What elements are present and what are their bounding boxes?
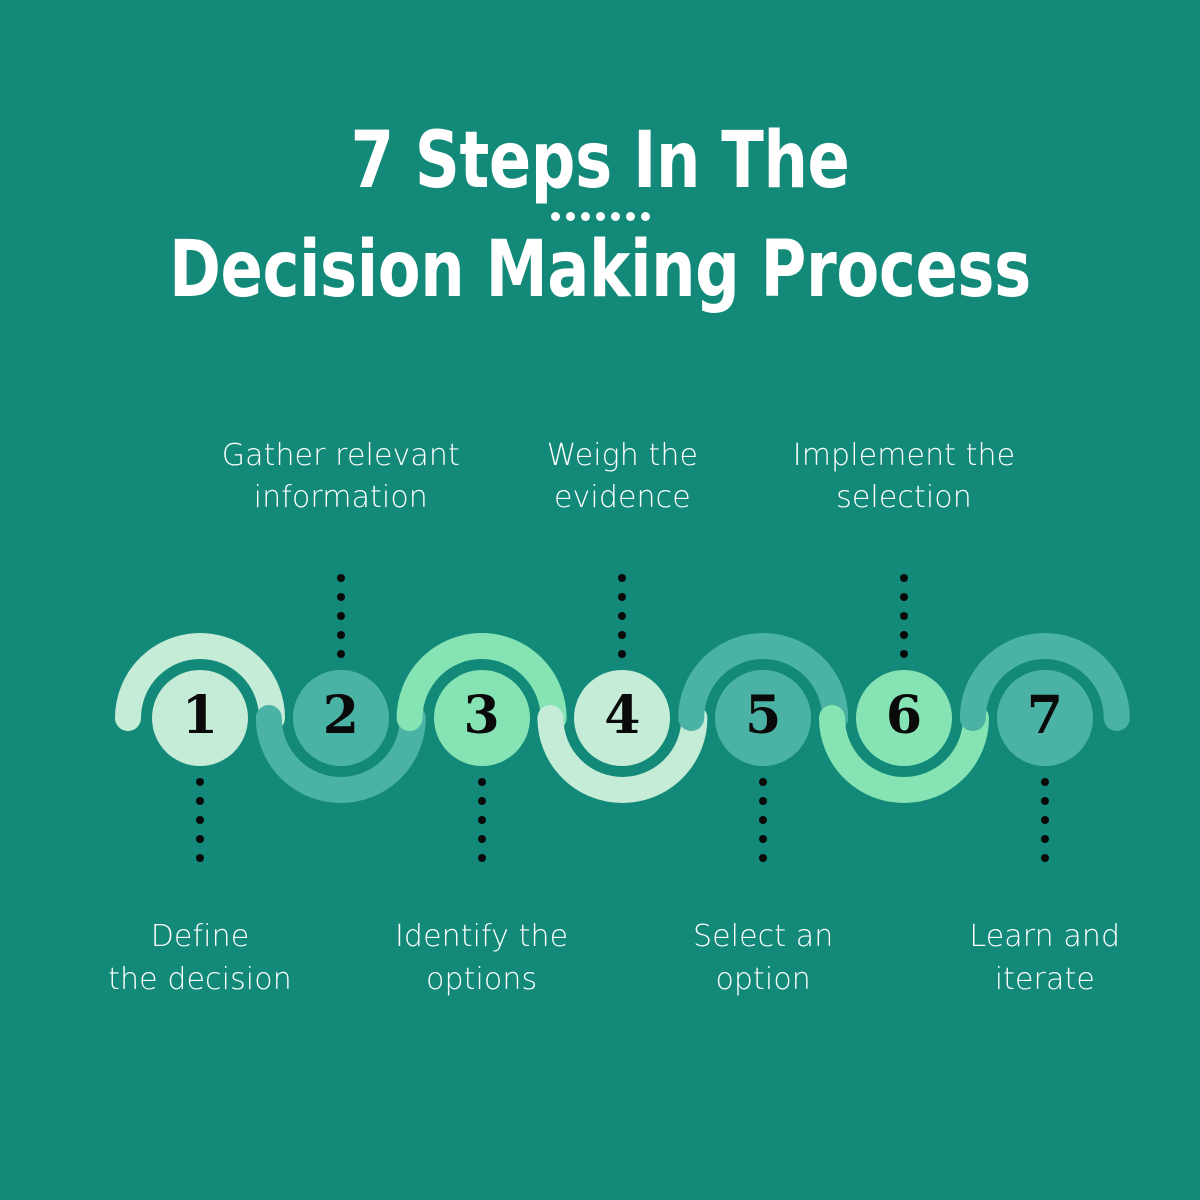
connector-dot	[618, 631, 627, 639]
connector-dot	[336, 593, 345, 601]
connector-dot	[759, 854, 768, 862]
title-divider-dots	[0, 212, 1200, 221]
step-circle-6[interactable]: 6	[856, 670, 952, 766]
step-label-line-1: Select an	[692, 919, 834, 954]
step-label-line-1: Gather relevant	[221, 437, 460, 473]
connector-dot	[336, 612, 345, 620]
wave-arc-segment-3	[396, 633, 567, 731]
title-divider-dot	[610, 212, 620, 221]
step-number-4: 4	[604, 685, 641, 746]
title-divider-dot	[625, 212, 635, 221]
step-connector-dots-6	[900, 574, 908, 658]
connector-dot	[196, 778, 204, 786]
step-label-line-1: Define	[150, 919, 250, 954]
step-label-line-2: iterate	[994, 961, 1095, 997]
page-title-line-1: 7 Steps In The	[350, 116, 850, 206]
wave-arc-segment-2	[255, 705, 426, 803]
step-label-line-1: Weigh the	[546, 437, 699, 473]
connector-dot	[900, 631, 908, 639]
connector-dot	[900, 612, 908, 620]
title-divider-dot	[595, 212, 605, 221]
connector-dot	[759, 778, 768, 786]
step-label-line-2: selection	[836, 480, 972, 516]
connector-dot	[196, 854, 204, 862]
step-connector-dots-3	[477, 778, 486, 862]
connector-dot	[618, 650, 627, 658]
step-number-6: 6	[885, 685, 923, 746]
step-circle-3[interactable]: 3	[433, 670, 530, 766]
connector-dot	[196, 835, 204, 843]
connector-dot	[759, 835, 768, 843]
step-connector-dots-1	[196, 778, 204, 862]
step-label-7: Learn and iterate	[915, 916, 1175, 1001]
step-number-1: 1	[181, 685, 219, 746]
title-divider-dot	[550, 212, 560, 221]
step-connector-dots-7	[1040, 778, 1049, 862]
connector-dot	[477, 797, 486, 805]
connector-dot	[477, 854, 486, 862]
connector-dot	[196, 797, 204, 805]
title-divider-dot	[565, 212, 575, 221]
step-label-line-2: the decision	[108, 961, 292, 997]
step-label-5: Select an option	[633, 916, 893, 1001]
connector-dot	[336, 650, 345, 658]
step-label-line-1: Identify the	[394, 919, 569, 954]
connector-dot	[336, 631, 345, 639]
connector-dot	[900, 593, 908, 601]
title-divider-dot	[640, 212, 650, 221]
step-label-line-2: options	[425, 961, 538, 997]
connector-dot	[900, 650, 908, 658]
connector-dot	[900, 574, 908, 582]
step-connector-dots-5	[759, 778, 768, 862]
step-label-2: Gather relevant information	[211, 435, 471, 520]
connector-dot	[1040, 835, 1049, 843]
connector-dot	[1040, 854, 1049, 862]
wave-arc-segment-1	[115, 633, 285, 731]
wave-arc-segment-5	[678, 633, 849, 731]
step-label-line-2: information	[253, 480, 428, 516]
step-number-2: 2	[322, 685, 359, 746]
connector-dot	[759, 816, 768, 824]
step-label-6: Implement the selection	[774, 435, 1034, 520]
connector-dot	[759, 797, 768, 805]
step-label-4: Weigh the evidence	[492, 435, 752, 520]
step-number-5: 5	[745, 685, 782, 746]
step-connector-dots-2	[336, 574, 345, 658]
step-circle-1[interactable]: 1	[152, 670, 248, 766]
step-label-line-1: Implement the	[792, 437, 1016, 473]
title-block: 7 Steps In The Decision Making Process	[0, 122, 1200, 309]
step-connector-dots-4	[618, 574, 627, 658]
wave-arc-segment-6	[819, 705, 989, 803]
connector-dot	[196, 816, 204, 824]
connector-dot	[1040, 778, 1049, 786]
connector-dot	[336, 574, 345, 582]
step-label-1: Define the decision	[70, 916, 330, 1001]
step-label-line-2: evidence	[553, 480, 691, 516]
step-label-line-1: Learn and	[969, 919, 1121, 954]
step-number-7: 7	[1026, 685, 1063, 746]
wave-arc-segment-4	[537, 705, 708, 803]
connector-dot	[477, 835, 486, 843]
connector-dot	[477, 816, 486, 824]
connector-dot	[618, 593, 627, 601]
connector-dot	[477, 778, 486, 786]
step-circle-4[interactable]: 4	[574, 670, 671, 766]
step-label-line-2: option	[715, 961, 811, 997]
step-circle-2[interactable]: 2	[292, 670, 389, 766]
step-label-3: Identify the options	[352, 916, 612, 1001]
wave-arc-segment-7	[959, 633, 1130, 731]
connector-dot	[618, 574, 627, 582]
connector-dot	[1040, 816, 1049, 824]
connector-dot	[1040, 797, 1049, 805]
connector-dot	[618, 612, 627, 620]
step-number-3: 3	[463, 685, 500, 746]
title-divider-dot	[580, 212, 590, 221]
page-title-line-2: Decision Making Process	[169, 225, 1031, 315]
step-circle-7[interactable]: 7	[996, 670, 1093, 766]
step-circle-5[interactable]: 5	[715, 670, 812, 766]
